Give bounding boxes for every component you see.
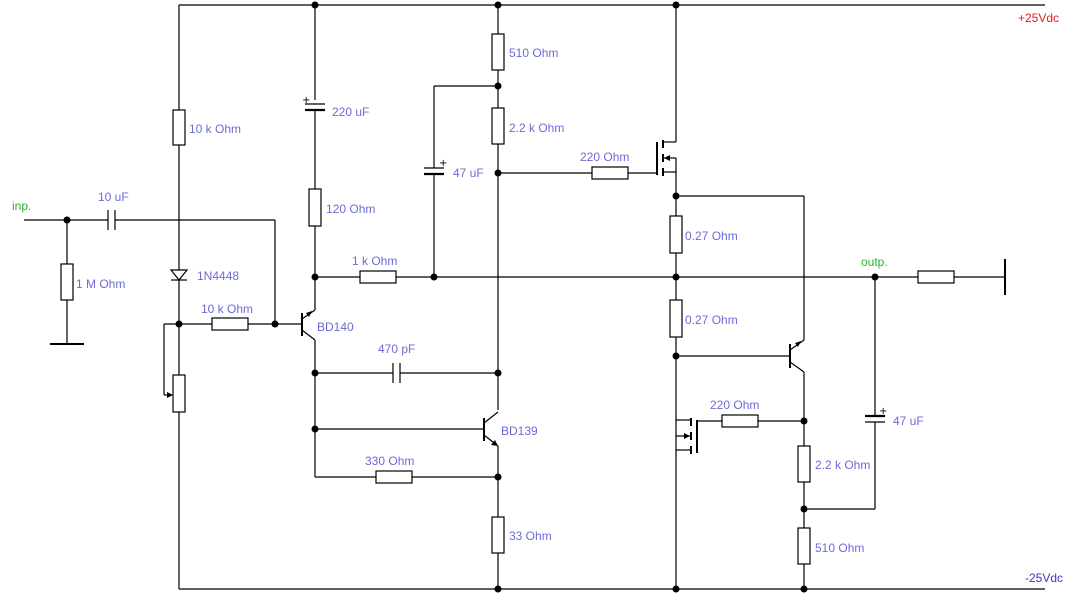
r220-top-label: 220 Ohm [580, 150, 629, 164]
c47u-top-label: 47 uF [453, 166, 484, 180]
bd140-label: BD140 [317, 320, 354, 334]
r1k-label: 1 k Ohm [352, 254, 397, 268]
bd140-stage: + [301, 1, 1005, 477]
input-label: inp. [12, 199, 31, 213]
negative-rail-label: -25Vdc [1025, 571, 1063, 585]
r027-bot-label: 0.27 Ohm [685, 313, 738, 327]
r33-label: 33 Ohm [509, 529, 552, 543]
diode-label: 1N4448 [197, 269, 239, 283]
r510-bot-label: 510 Ohm [815, 541, 864, 555]
r120-label: 120 Ohm [326, 202, 375, 216]
input-network [24, 210, 276, 345]
bias-resistor-top-label: 10 k Ohm [189, 122, 241, 136]
r2k2-top-label: 2.2 k Ohm [509, 121, 564, 135]
input-resistor-label: 1 M Ohm [76, 277, 125, 291]
bias-network [163, 5, 302, 589]
svg-text:+: + [302, 95, 310, 106]
r2k2-bot-label: 2.2 k Ohm [815, 458, 870, 472]
output-stage: + [656, 1, 1006, 593]
r510-top-label: 510 Ohm [509, 46, 558, 60]
c47u-out-label: 47 uF [893, 414, 924, 428]
svg-text:+: + [439, 158, 447, 169]
positive-rail-label: +25Vdc [1018, 11, 1059, 25]
vas-stage: + [311, 1, 657, 593]
c470p-label: 470 pF [378, 342, 415, 356]
bd139-label: BD139 [501, 424, 538, 438]
r027-top-label: 0.27 Ohm [685, 229, 738, 243]
r220-bot-label: 220 Ohm [710, 398, 759, 412]
input-capacitor-label: 10 uF [98, 190, 129, 204]
c220u-label: 220 uF [332, 105, 369, 119]
r330-label: 330 Ohm [365, 454, 414, 468]
bias-resistor-base-label: 10 k Ohm [201, 302, 253, 316]
svg-text:+: + [879, 406, 887, 417]
output-label: outp. [861, 255, 888, 269]
